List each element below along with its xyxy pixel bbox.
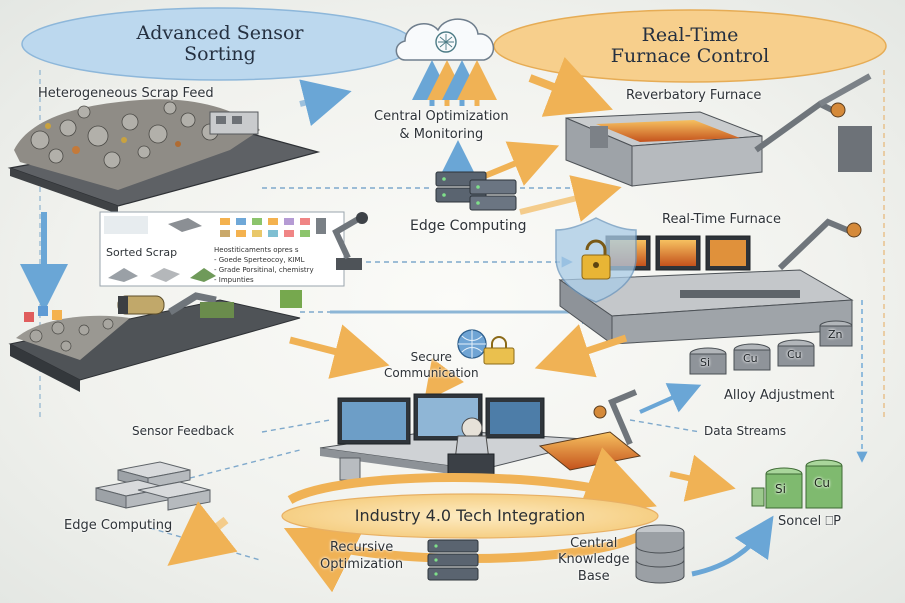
alloy-adjustment-label: Alloy Adjustment — [724, 388, 835, 403]
data-streams-label: Data Streams — [704, 424, 787, 438]
scrap-feed-label: Heterogeneous Scrap Feed — [38, 86, 214, 101]
link-sensor-feedback — [261, 419, 331, 433]
edge-computing-top-label: Edge Computing — [410, 218, 527, 234]
sorted-panel-heading: Heostiticaments opres s — [214, 246, 299, 254]
realtime-furnace-label: Real-Time Furnace — [662, 212, 781, 227]
edge-server-stack — [435, 171, 517, 211]
sorted-scrap-label: Sorted Scrap — [106, 246, 178, 259]
control-to-alloy-arrow — [639, 383, 702, 414]
integration-title: Industry 4.0 Tech Integration — [354, 506, 586, 526]
cloud-uplink-arrows — [412, 60, 497, 172]
sorted-scrap-panel — [99, 211, 345, 287]
cloud-to-furnace-arrow — [528, 56, 613, 117]
central-knowledge-base-label: Central Knowledge Base — [558, 536, 630, 584]
bin-label-zn: Zn — [828, 328, 843, 341]
sensor-sorting-title: Advanced Sensor Sorting — [136, 22, 304, 65]
edge-computing-bottom-label: Edge Computing — [64, 518, 173, 533]
central-optimization-label: Central Optimization & Monitoring — [374, 109, 509, 142]
sorting-robot-arm — [316, 212, 368, 270]
sorted-panel-bullet: - Impunties — [214, 276, 254, 284]
furnace-control-title: Real-Time Furnace Control — [610, 24, 770, 67]
recursive-optimization-label: Recursive Optimization — [320, 540, 404, 572]
kb-to-tanks-arrow — [691, 515, 774, 577]
recursive-optimization-server — [427, 539, 479, 581]
element-tanks — [751, 459, 843, 509]
sensor-feedback-label: Sensor Feedback — [132, 424, 235, 438]
soncel-label: Soncel ⎕P — [778, 514, 841, 529]
sorted-scrap-conveyor — [8, 290, 302, 392]
realtime-furnace-station — [558, 218, 862, 345]
furnace-to-secure-arrow — [534, 324, 628, 378]
knowledge-base-database-icon — [635, 524, 685, 584]
sorter-to-secure-arrow — [289, 324, 390, 379]
bin-label-cu-2: Cu — [787, 348, 802, 361]
secure-communication-icon — [457, 329, 515, 365]
bin-label-cu: Cu — [743, 352, 758, 365]
tank-label-si: Si — [775, 482, 786, 496]
security-shield-icon — [555, 217, 637, 303]
sorted-panel-bullet: - Goede Sperteocoy, KIML — [214, 256, 305, 264]
secure-communication-label: Secure Communication — [384, 350, 479, 380]
scrap-feed-conveyor — [7, 99, 321, 214]
element-bins — [689, 320, 853, 375]
link-data-streams — [629, 419, 701, 433]
cloud-icon — [395, 18, 495, 61]
control-desk — [319, 389, 642, 481]
sorted-panel-bullet: - Grade Porsitinal, chemistry — [214, 266, 314, 274]
reverberatory-furnace — [565, 73, 872, 187]
bin-label-si: Si — [700, 356, 711, 369]
secure-to-control-arrow — [424, 358, 464, 402]
integration-band — [167, 447, 736, 593]
edge-up-arrow — [519, 175, 622, 222]
reverberatory-furnace-label: Reverbatory Furnace — [626, 88, 762, 103]
edge-blocks-stack — [95, 461, 211, 511]
link-edge-bottom — [189, 449, 301, 479]
feed-to-cloud-arrow — [299, 79, 352, 127]
tank-label-cu: Cu — [814, 476, 830, 490]
